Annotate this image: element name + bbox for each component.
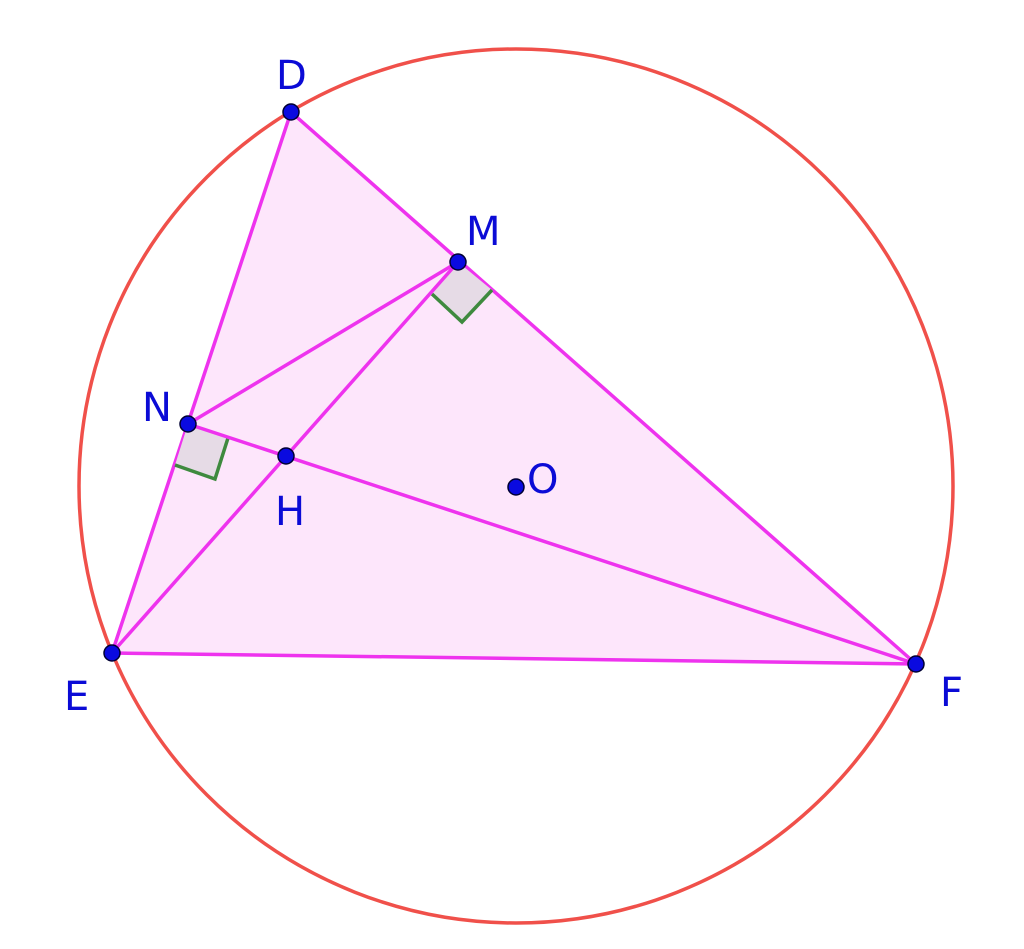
label-M: M [466, 209, 501, 255]
segment-MN [187, 260, 459, 426]
right-angle-marker-N [175, 424, 228, 479]
circumcircle [77, 47, 955, 925]
label-O: O [527, 457, 558, 503]
triangle-DEF [110, 110, 918, 666]
label-D: D [276, 53, 307, 99]
segment-FN [187, 422, 917, 666]
right-angle-marker-M-stroke [430, 288, 494, 325]
point-D [282, 103, 300, 121]
label-H: H [275, 489, 305, 535]
point-H [277, 447, 295, 465]
label-F: F [940, 670, 963, 716]
point-O [507, 478, 525, 496]
label-N: N [142, 385, 172, 431]
point-E [103, 644, 121, 662]
label-E: E [64, 674, 89, 720]
point-F [907, 655, 925, 673]
point-M [449, 253, 467, 271]
right-angle-marker-N-stroke [174, 437, 230, 482]
point-N [179, 415, 197, 433]
